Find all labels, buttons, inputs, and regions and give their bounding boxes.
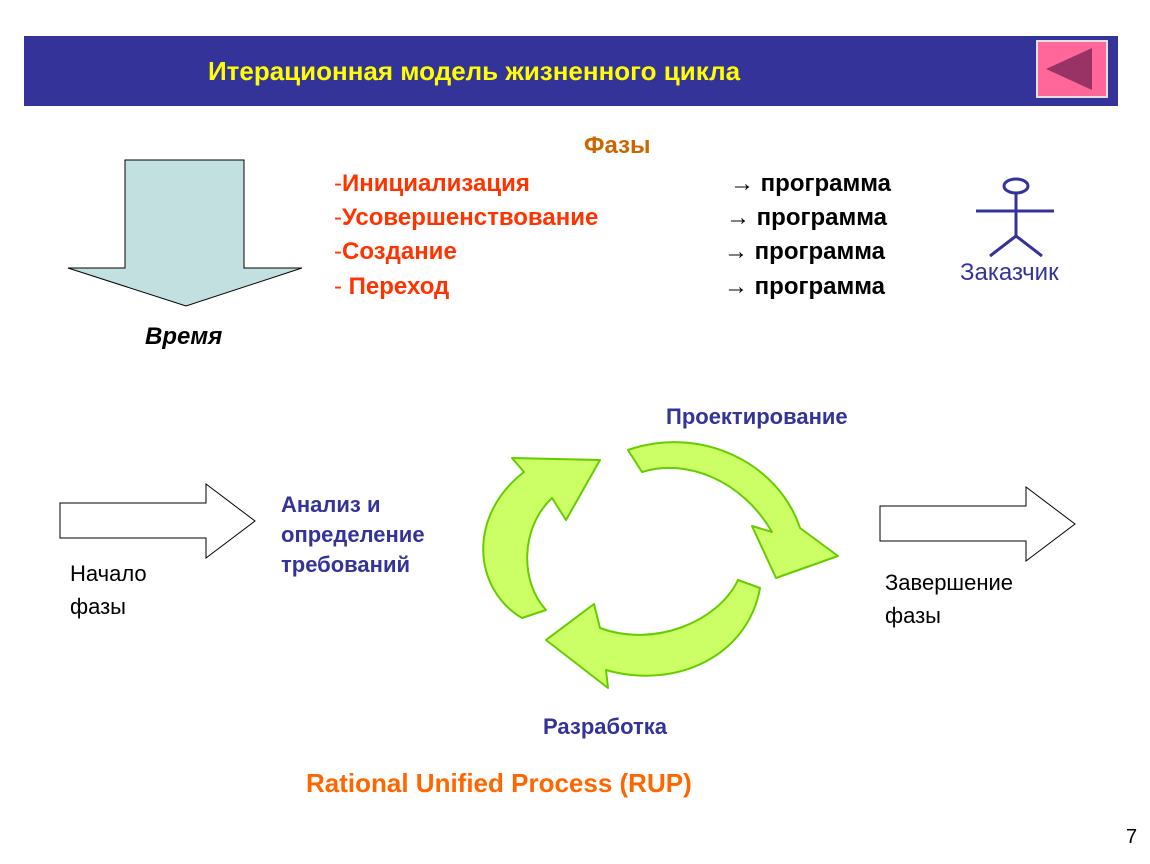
phase-end-arrow: [879, 485, 1076, 563]
phases-title: Фазы: [584, 132, 651, 159]
phase-row: -Создание: [334, 238, 457, 265]
phase-result: → программа: [724, 238, 886, 265]
title-bar: Итерационная модель жизненного цикла: [24, 36, 1118, 106]
phase-result: → программа: [726, 204, 888, 231]
triangle-left-icon: [1046, 48, 1092, 90]
cycle-arrow-bottom: [545, 579, 761, 689]
phase-row: - Переход: [334, 273, 450, 300]
cycle-label-development: Разработка: [543, 714, 667, 739]
phase-name: Усовершенствование: [342, 204, 599, 231]
phase-result: → программа: [724, 273, 886, 300]
customer-label: Заказчик: [960, 259, 1059, 286]
page-number: 7: [1126, 826, 1138, 848]
phase-name: Переход: [348, 273, 450, 300]
cycle-label-analysis: Анализ и определение требований: [281, 492, 425, 577]
phase-row: -Инициализация: [334, 170, 530, 197]
phase-end-label: Завершение фазы: [885, 570, 1013, 628]
phase-start-label: Начало фазы: [70, 561, 147, 619]
phase-start-arrow: [59, 482, 256, 560]
phase-name: Создание: [342, 238, 457, 265]
time-down-arrow: [67, 159, 303, 307]
cycle-label-design: Проектирование: [666, 404, 848, 429]
phase-result: → программа: [730, 170, 892, 197]
back-button[interactable]: [1036, 40, 1108, 98]
rup-caption: Rational Unified Process (RUP): [306, 768, 692, 798]
time-label: Время: [145, 323, 223, 350]
customer-actor-icon: [976, 177, 1054, 258]
phase-name: Инициализация: [342, 170, 530, 197]
slide-title: Итерационная модель жизненного цикла: [207, 56, 741, 86]
cycle-arrow-top: [627, 441, 839, 579]
cycle-arrow-left: [482, 457, 601, 619]
phase-row: -Усовершенствование: [334, 204, 599, 231]
